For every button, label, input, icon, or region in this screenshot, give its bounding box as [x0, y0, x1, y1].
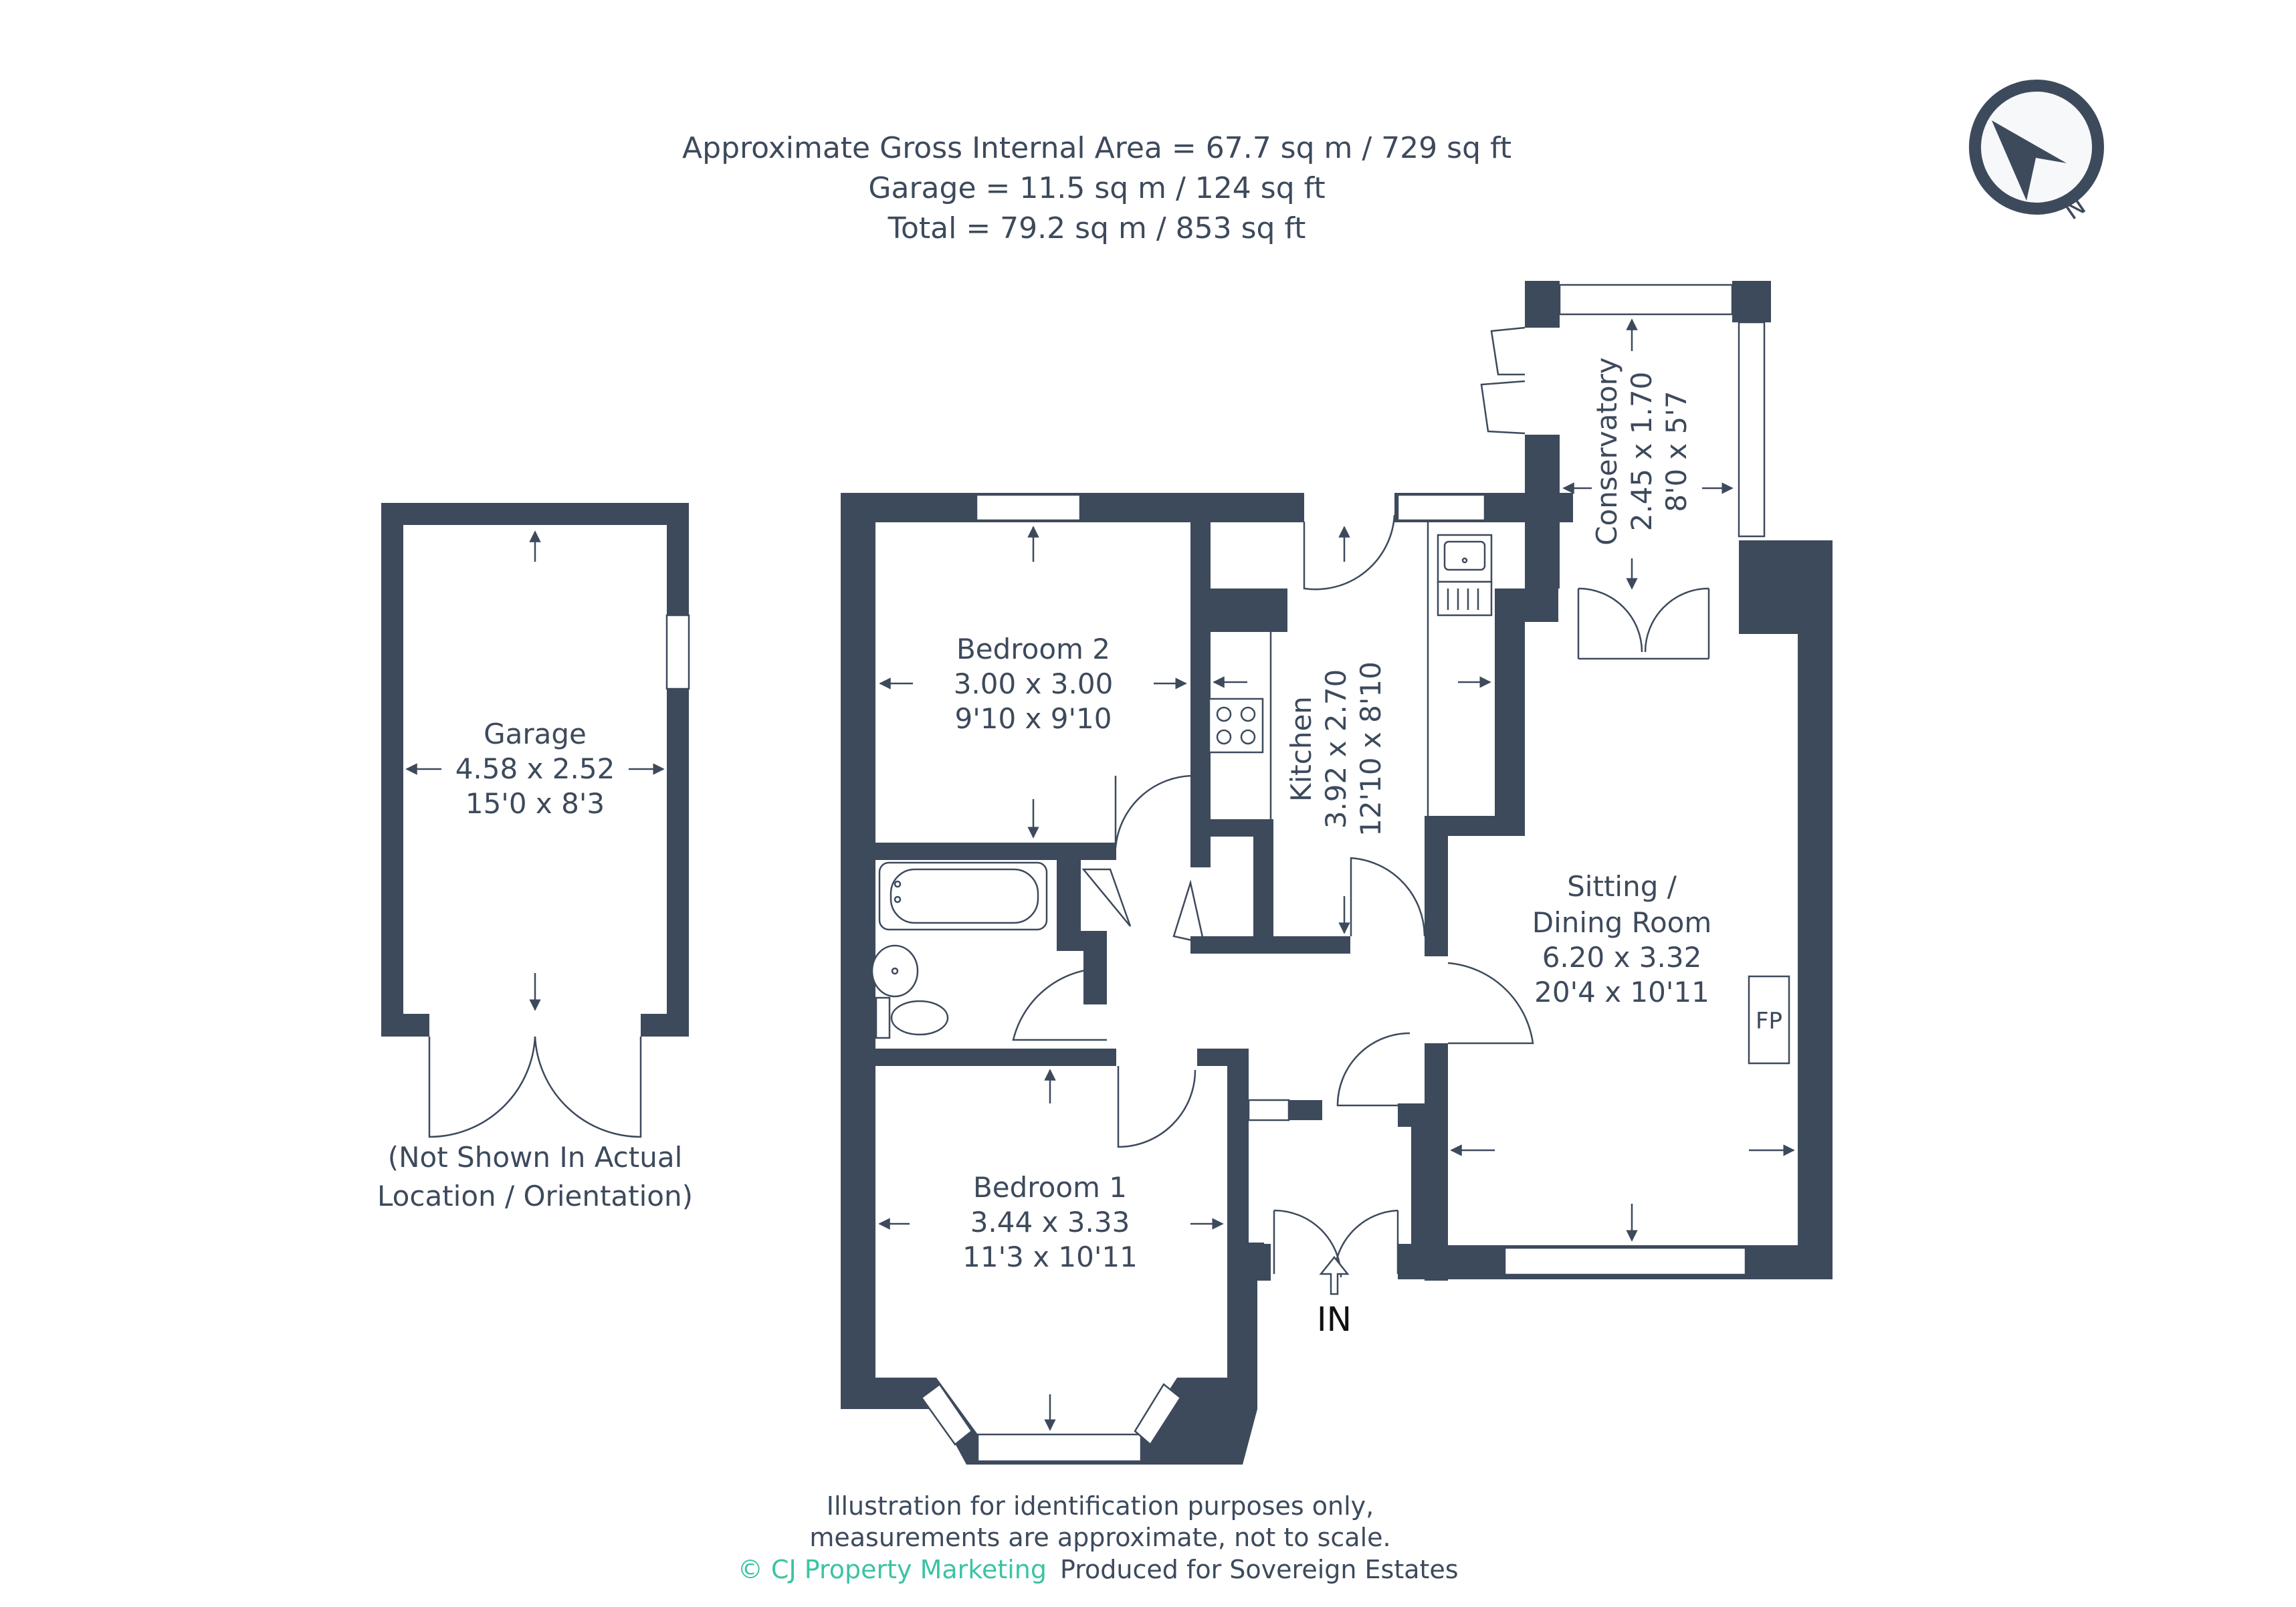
- cupboard-door-1: [1081, 868, 1132, 927]
- front-door-right: [1333, 1209, 1399, 1278]
- dimension-arrows: [878, 318, 1795, 1431]
- room-labels: Bedroom 2 3.00 x 3.00 9'10 x 9'10 Kitche…: [954, 357, 1712, 1339]
- kitchen-name: Kitchen: [1285, 696, 1318, 802]
- bedroom2-door: [1114, 774, 1195, 849]
- sitting-name-line1: Sitting /: [1567, 870, 1677, 903]
- sitting-metric: 6.20 x 3.32: [1542, 941, 1702, 974]
- toilet-bowl: [890, 1000, 949, 1036]
- bedroom1-bay-window: [976, 1433, 1142, 1463]
- conservatory-top-window: [1558, 284, 1734, 316]
- area-line: Approximate Gross Internal Area = 67.7 s…: [682, 131, 1511, 165]
- garage-window: [665, 614, 690, 690]
- house-walls: [841, 281, 1833, 1465]
- bedroom1-door: [1117, 1066, 1196, 1148]
- garage-note-line2: Location / Orientation): [377, 1180, 693, 1212]
- bedroom2-imperial: 9'10 x 9'10: [955, 702, 1112, 735]
- total-area-line: Total = 79.2 sq m / 853 sq ft: [888, 211, 1306, 245]
- fixtures: FP: [871, 534, 1790, 1065]
- conservatory-door-left: [1577, 587, 1643, 659]
- fireplace-label: FP: [1756, 1008, 1782, 1035]
- toilet-cistern: [875, 996, 891, 1039]
- bay-window-right: [1134, 1383, 1182, 1446]
- sink-drainer: [1437, 580, 1493, 617]
- hall-cupboard-door: [1336, 1032, 1411, 1107]
- footer: Illustration for identification purposes…: [738, 1491, 1459, 1584]
- garage-top-wall: [381, 503, 689, 525]
- cupboard-door-2: [1172, 879, 1205, 944]
- bedroom1-metric: 3.44 x 3.33: [970, 1206, 1130, 1239]
- garage-metric: 4.58 x 2.52: [455, 752, 615, 785]
- disclaimer-line1: Illustration for identification purposes…: [827, 1491, 1374, 1521]
- conservatory-door-panel-1: [1490, 326, 1526, 376]
- compass-icon: N: [1969, 80, 2104, 225]
- conservatory-name: Conservatory: [1590, 357, 1623, 546]
- hob: [1208, 698, 1264, 754]
- bay-window-left: [920, 1383, 973, 1446]
- conservatory-door-panel-2: [1480, 380, 1526, 435]
- kitchen-metric: 3.92 x 2.70: [1320, 669, 1352, 829]
- bedroom1-name: Bedroom 1: [973, 1171, 1127, 1204]
- conservatory-metric: 2.45 x 1.70: [1625, 372, 1658, 532]
- sitting-room-door: [1447, 962, 1534, 1045]
- garage: Garage 4.58 x 2.52 15'0 x 8'3 (Not Shown…: [377, 503, 693, 1212]
- garage-area-line: Garage = 11.5 sq m / 124 sq ft: [868, 171, 1325, 205]
- conservatory-side-window: [1738, 321, 1766, 538]
- produced-for-text: Produced for Sovereign Estates: [1060, 1555, 1459, 1584]
- area-summary: Approximate Gross Internal Area = 67.7 s…: [682, 131, 1511, 245]
- garage-bottom-wall-left: [381, 1014, 429, 1037]
- compass-needle: [1992, 120, 2067, 201]
- garage-bottom-wall-right: [641, 1014, 689, 1037]
- credit-text: © CJ Property Marketing: [738, 1555, 1047, 1584]
- bedroom2-window: [975, 494, 1081, 522]
- fireplace: [1748, 975, 1790, 1065]
- kitchen-window: [1396, 494, 1486, 522]
- conservatory-imperial: 8'0 x 5'7: [1660, 391, 1693, 512]
- bedroom1-imperial: 11'3 x 10'11: [962, 1241, 1138, 1273]
- entrance-label: IN: [1317, 1300, 1352, 1339]
- kitchen-imperial: 12'10 x 8'10: [1354, 661, 1387, 837]
- kitchen-back-door: [1303, 514, 1396, 591]
- garage-left-wall: [381, 503, 403, 1037]
- conservatory-door-right: [1644, 587, 1710, 659]
- bedroom2-name: Bedroom 2: [956, 633, 1110, 665]
- garage-name: Garage: [484, 718, 587, 750]
- entrance-arrow-icon: [1319, 1255, 1350, 1295]
- garage-imperial: 15'0 x 8'3: [465, 787, 605, 820]
- kitchen-hall-door: [1350, 857, 1426, 937]
- bathroom-door: [1012, 967, 1108, 1041]
- garage-note-line1: (Not Shown In Actual: [388, 1141, 683, 1174]
- sitting-window: [1503, 1247, 1747, 1276]
- disclaimer-line2: measurements are approximate, not to sca…: [809, 1523, 1390, 1552]
- garage-door-left: [428, 1036, 536, 1138]
- bedroom2-metric: 3.00 x 3.00: [954, 667, 1114, 700]
- garage-right-wall: [667, 503, 689, 1037]
- bathtub-basin: [890, 868, 1039, 924]
- garage-door-right: [534, 1036, 642, 1138]
- sitting-imperial: 20'4 x 10'11: [1534, 976, 1709, 1008]
- hall-window: [1247, 1099, 1290, 1121]
- sitting-name-line2: Dining Room: [1532, 906, 1712, 939]
